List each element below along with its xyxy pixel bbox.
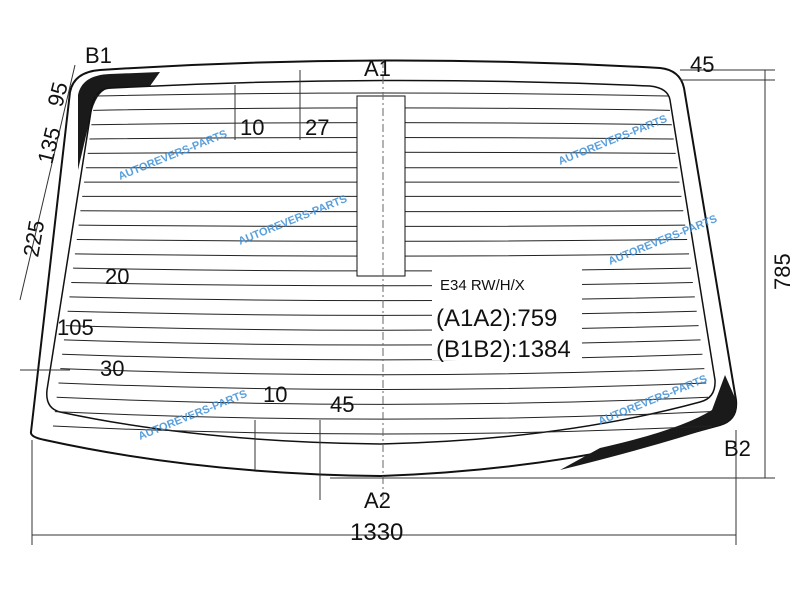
inner-outline: [46, 79, 716, 445]
heating-line: [67, 310, 697, 316]
dim-bottom-45: 45: [330, 392, 354, 417]
watermark: AUTOREVERS-PARTS: [117, 128, 229, 183]
label-a1: A1: [364, 56, 391, 81]
dim-left-20: 20: [105, 264, 129, 289]
label-b1: B1: [85, 43, 112, 68]
b1b2-measure: (B1B2):1384: [436, 336, 571, 363]
sensor-area: [356, 95, 406, 277]
print-top-left: [78, 72, 160, 170]
label-a2: A2: [364, 488, 391, 513]
model-code: E34 RW/H/X: [440, 277, 525, 294]
dim-left-135: 135: [33, 125, 66, 167]
dim-left-225: 225: [18, 218, 49, 259]
dim-bottom-10: 10: [263, 382, 287, 407]
dim-top-right: 45: [690, 52, 714, 77]
heating-line: [63, 339, 701, 346]
heating-line: [65, 325, 699, 331]
dimension-lines: [19, 64, 775, 545]
heating-line: [62, 353, 703, 361]
dim-height-total: 785: [770, 253, 795, 290]
heating-line: [69, 296, 695, 302]
heating-line: [58, 382, 707, 391]
watermark: AUTOREVERS-PARTS: [237, 193, 349, 248]
heating-line: [94, 92, 669, 97]
dim-left-105: 105: [57, 315, 94, 340]
heating-line: [71, 282, 693, 287]
dim-left-30: 30: [100, 356, 124, 381]
heating-line: [60, 368, 705, 376]
print-bottom-right: [560, 375, 737, 470]
label-b2: B2: [724, 436, 751, 461]
dim-top-27: 27: [305, 115, 329, 140]
dim-left-95: 95: [43, 79, 73, 109]
dim-top-10: 10: [240, 115, 264, 140]
watermark: AUTOREVERS-PARTS: [557, 113, 669, 168]
dim-width-total: 1330: [350, 519, 403, 546]
heating-line: [56, 396, 709, 405]
a1a2-measure: (A1A2):759: [436, 305, 557, 332]
